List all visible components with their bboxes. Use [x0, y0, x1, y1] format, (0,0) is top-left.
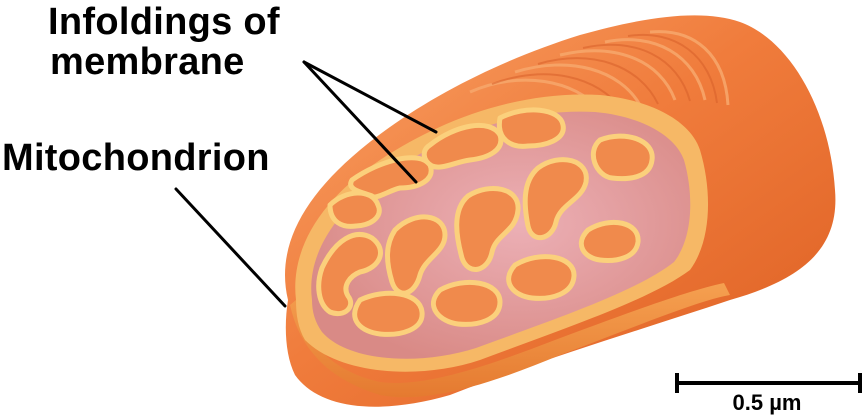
infoldings-label-line2: membrane: [48, 42, 280, 82]
mitochondrion-pointer: [176, 189, 285, 306]
infoldings-label: Infoldings of membrane: [48, 2, 280, 82]
infoldings-pointer-upper: [304, 62, 436, 132]
infoldings-label-line1: Infoldings of: [48, 2, 280, 42]
scale-bar-label: 0.5 µm: [712, 390, 822, 416]
mitochondrion-label: Mitochondrion: [2, 137, 270, 179]
